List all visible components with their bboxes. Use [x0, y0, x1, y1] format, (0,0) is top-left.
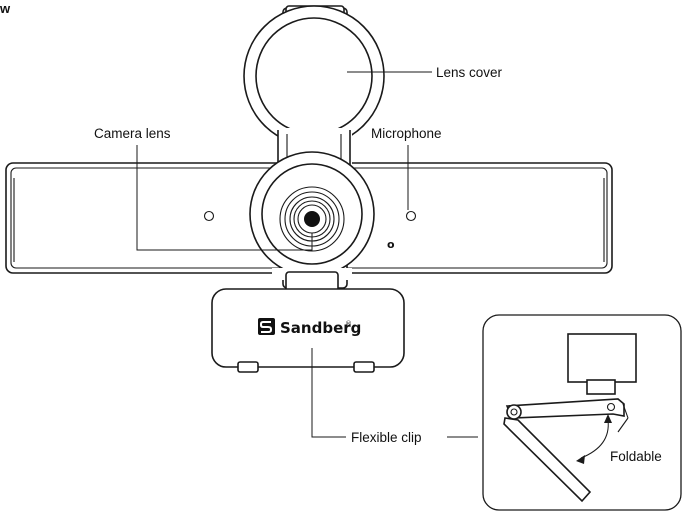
brand-trademark: ®	[345, 320, 352, 328]
label-camera-lens: Camera lens	[94, 126, 171, 141]
label-lens-cover: Lens cover	[436, 65, 503, 80]
microphone-left-icon	[203, 210, 215, 222]
inset-hinge	[506, 404, 522, 420]
microphone-right-icon	[405, 210, 417, 222]
foldable-inset: Foldable	[482, 314, 682, 511]
label-microphone: Microphone	[371, 126, 442, 141]
leader-lines	[136, 71, 604, 456]
lens-center	[304, 211, 320, 227]
inset-arrow	[580, 419, 609, 459]
brand-name: Sandberg	[280, 319, 361, 337]
label-foldable: Foldable	[610, 449, 662, 464]
indicator-mark: o	[387, 238, 395, 251]
label-flexible-clip: Flexible clip	[351, 430, 422, 445]
inset-camera-head	[567, 333, 637, 383]
clip-body	[211, 288, 405, 373]
corner-label: w	[0, 1, 11, 16]
lens-cover	[243, 5, 385, 147]
brand-logo: Sandberg ®	[258, 318, 361, 337]
inset-folding-clip	[503, 417, 592, 503]
inset-camera-neck	[586, 379, 616, 395]
